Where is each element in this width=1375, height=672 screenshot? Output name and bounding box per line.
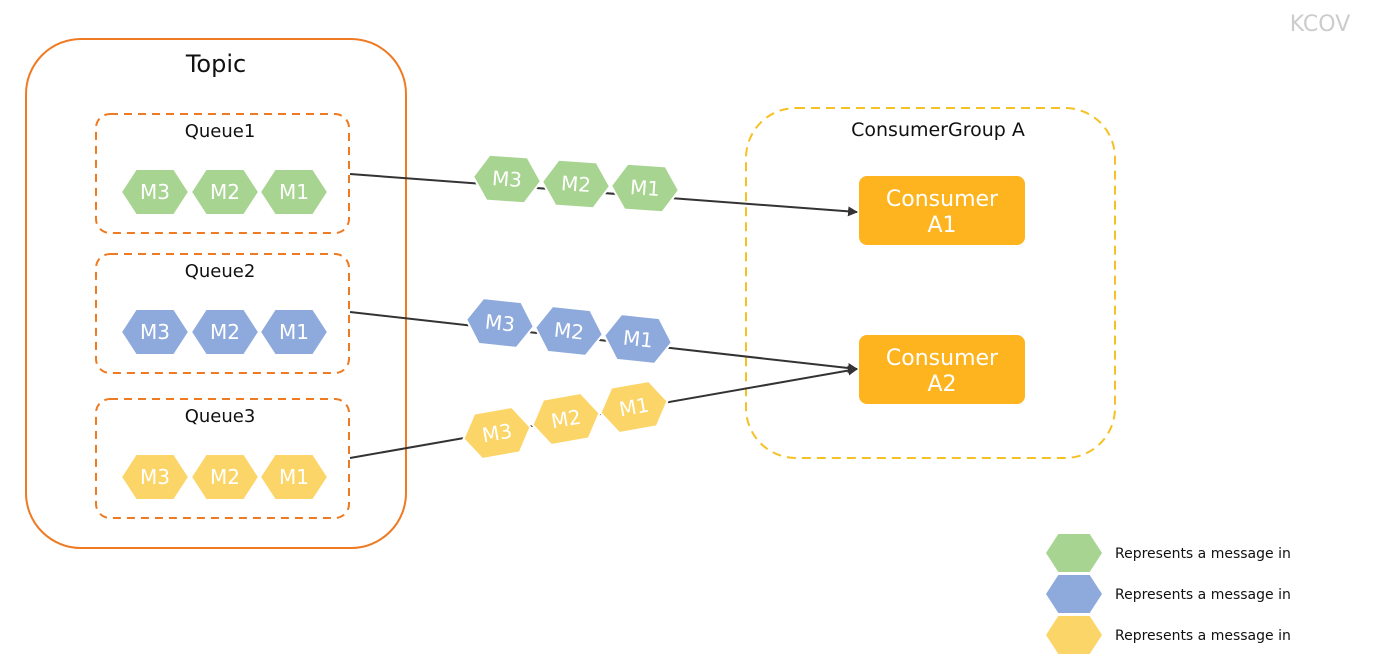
message-label: M2 xyxy=(553,317,585,344)
message-label: M3 xyxy=(140,320,170,344)
message-label: M3 xyxy=(480,419,514,448)
in-flight-messages-1: M3 M2 M1 xyxy=(471,153,681,214)
in-flight-message-m2: M2 xyxy=(531,391,601,447)
message-label: M1 xyxy=(629,175,661,201)
message-label: M1 xyxy=(622,325,654,352)
message-hexagon-shape xyxy=(119,308,191,356)
consumer-group-title: ConsumerGroup A xyxy=(851,119,1025,141)
in-flight-messages-2: M3 M2 M1 xyxy=(464,297,674,365)
message-label: M3 xyxy=(484,309,516,336)
message-hexagon-shape xyxy=(599,379,669,435)
in-flight-messages-3: M3 M2 M1 xyxy=(462,379,669,461)
in-flight-message-m2: M2 xyxy=(540,158,612,210)
consumer-box xyxy=(859,176,1025,245)
legend-swatch-hexagon xyxy=(1046,534,1102,572)
message-hexagon-shape xyxy=(533,305,605,357)
message-label: M2 xyxy=(210,320,240,344)
topic-container xyxy=(25,38,407,549)
in-flight-message-m3: M3 xyxy=(462,405,532,461)
queue-message-m3: M3 xyxy=(119,168,191,216)
legend: Represents a message in Represents a mess… xyxy=(1046,534,1291,654)
message-hexagon-shape xyxy=(462,405,532,461)
in-flight-message-m1: M1 xyxy=(609,162,681,214)
message-hexagon-shape xyxy=(258,168,330,216)
queue-box xyxy=(95,398,350,519)
message-hexagon-shape xyxy=(119,453,191,501)
in-flight-message-m2: M2 xyxy=(533,305,605,357)
message-hexagon-shape xyxy=(609,162,681,214)
legend-swatch-shape xyxy=(1046,575,1102,613)
queue-message-m2: M2 xyxy=(189,308,261,356)
message-label: M1 xyxy=(617,393,651,422)
message-label: M1 xyxy=(279,180,309,204)
legend-item: Represents a message in xyxy=(1046,534,1291,572)
message-label: M2 xyxy=(560,171,592,197)
queue-message-m1: M1 xyxy=(258,308,330,356)
consumer-group-container xyxy=(745,107,1116,459)
message-hexagon-shape xyxy=(602,313,674,365)
queue-message-m3: M3 xyxy=(119,308,191,356)
topic-title: Topic xyxy=(185,50,246,78)
message-label: M2 xyxy=(549,405,583,434)
legend-item: Represents a message in xyxy=(1046,616,1291,654)
legend-label: Represents a message in xyxy=(1115,628,1291,644)
message-hexagon-shape xyxy=(119,168,191,216)
message-label: M3 xyxy=(140,180,170,204)
queue-message-m2: M2 xyxy=(189,168,261,216)
in-flight-message-m1: M1 xyxy=(599,379,669,435)
legend-label: Represents a message in xyxy=(1115,587,1291,603)
queue-label: Queue3 xyxy=(185,406,256,427)
legend-swatch-shape xyxy=(1046,534,1102,572)
queue-label: Queue1 xyxy=(185,121,256,142)
queue-box xyxy=(95,253,350,374)
message-hexagon-shape xyxy=(540,158,612,210)
watermark-top: KCOV xyxy=(1290,12,1351,37)
in-flight-message-m3: M3 xyxy=(471,153,543,205)
legend-label: Represents a message in xyxy=(1115,546,1291,562)
queue-message-m2: M2 xyxy=(189,453,261,501)
consumer-label-line2: A2 xyxy=(927,372,956,397)
in-flight-message-m3: M3 xyxy=(464,297,536,349)
queue-label: Queue2 xyxy=(185,261,256,282)
message-label: M1 xyxy=(279,465,309,489)
message-hexagon-shape xyxy=(258,453,330,501)
message-hexagon-shape xyxy=(258,308,330,356)
message-label: M2 xyxy=(210,465,240,489)
legend-swatch-hexagon xyxy=(1046,575,1102,613)
legend-swatch-hexagon xyxy=(1046,616,1102,654)
consumer-label-line2: A1 xyxy=(927,213,956,238)
message-hexagon-shape xyxy=(464,297,536,349)
message-label: M3 xyxy=(491,166,523,192)
message-hexagon-shape xyxy=(471,153,543,205)
consumer-label-line1: Consumer xyxy=(886,346,999,371)
queue-message-m1: M1 xyxy=(258,168,330,216)
legend-swatch-shape xyxy=(1046,616,1102,654)
message-label: M3 xyxy=(140,465,170,489)
flow-arrow-queue2 xyxy=(349,311,858,373)
queue-message-m3: M3 xyxy=(119,453,191,501)
consumer-box xyxy=(859,335,1025,404)
legend-item: Represents a message in xyxy=(1046,575,1291,613)
queue-message-m1: M1 xyxy=(258,453,330,501)
consumer-label-line1: Consumer xyxy=(886,187,999,212)
queue-box xyxy=(95,113,350,234)
message-label: M2 xyxy=(210,180,240,204)
message-label: M1 xyxy=(279,320,309,344)
in-flight-message-m1: M1 xyxy=(602,313,674,365)
